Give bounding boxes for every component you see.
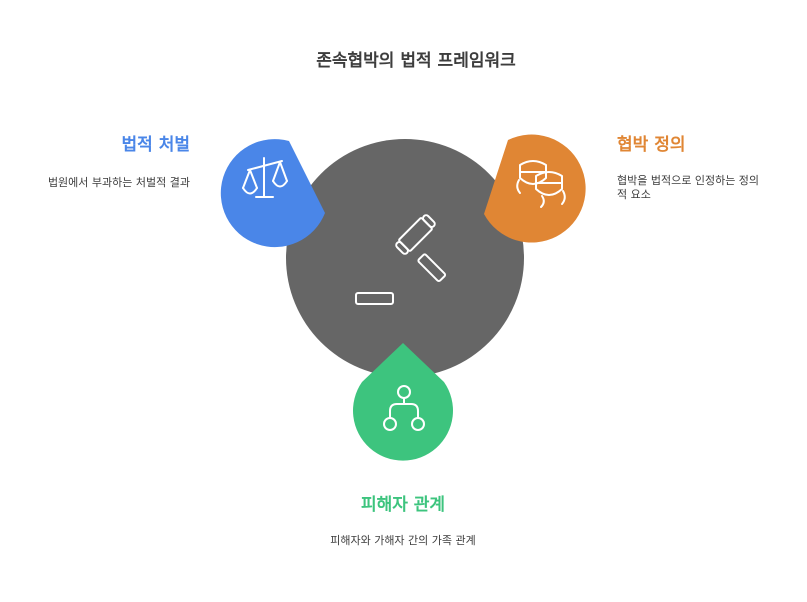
- victim-relation-drop: [352, 343, 453, 461]
- scales-icon: [242, 157, 288, 198]
- legal-punishment-drop: [220, 139, 325, 248]
- victim-relation-description: 피해자와 가해자 간의 가족 관계: [330, 533, 476, 547]
- threat-definition-description-line1: 협박을 법적으로 인정하는 정의: [617, 173, 759, 187]
- legal-punishment-node: [220, 139, 325, 248]
- threat-definition-drop: [484, 134, 586, 243]
- legal-punishment-description: 법원에서 부과하는 처벌적 결과: [48, 175, 190, 189]
- victim-relation-node: [352, 343, 453, 461]
- legal-punishment-heading: 법적 처벌: [122, 135, 190, 155]
- page-title: 존속협박의 법적 프레임워크: [316, 50, 516, 71]
- family-tree-icon: [383, 385, 425, 431]
- victim-relation-heading: 피해자 관계: [361, 495, 445, 515]
- masks-icon: [516, 160, 566, 208]
- center-circle: [286, 139, 524, 377]
- gavel-icon: [355, 214, 447, 305]
- threat-definition-heading: 협박 정의: [617, 134, 685, 155]
- threat-definition-node: [484, 134, 586, 243]
- threat-definition-description-line2: 적 요소: [617, 188, 651, 201]
